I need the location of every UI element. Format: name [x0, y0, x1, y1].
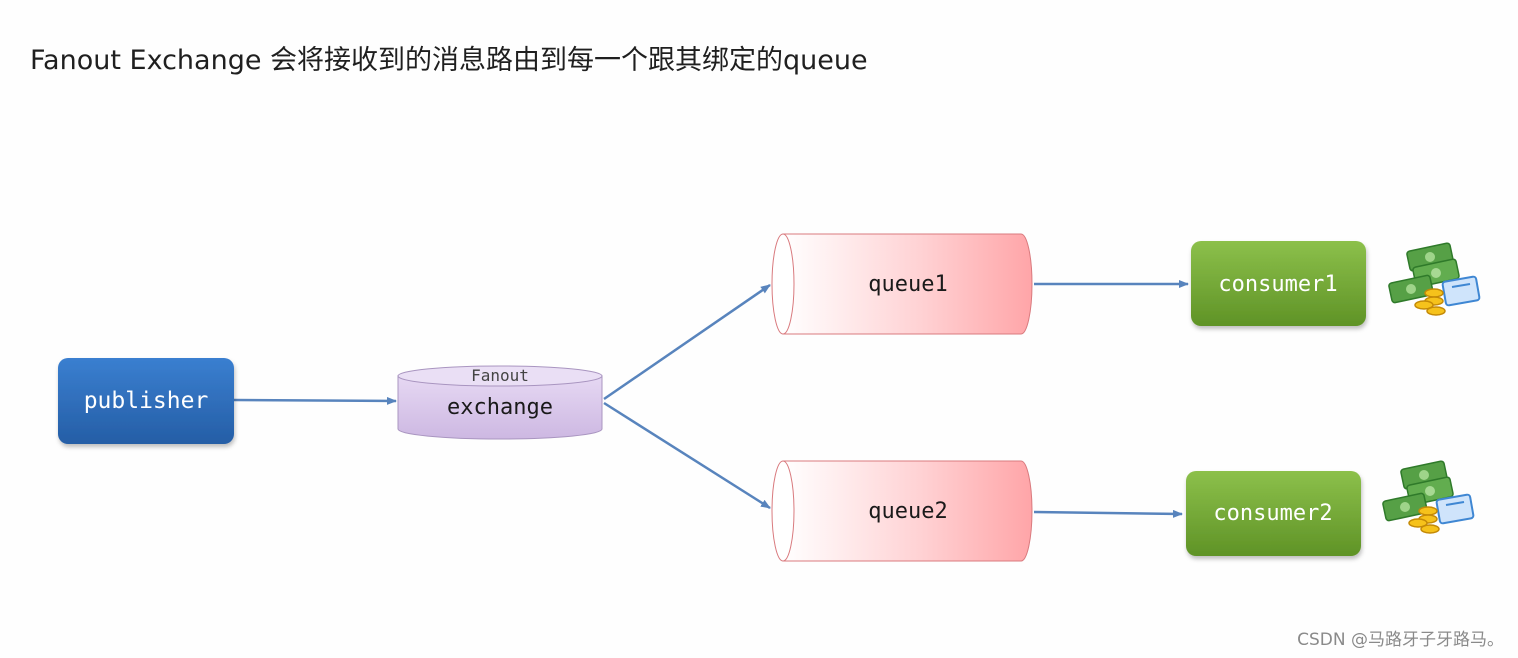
exchange-type-label: Fanout: [471, 366, 529, 385]
consumer2-node: consumer2: [1186, 471, 1361, 556]
arrow-exchange-to-queue1: [603, 283, 771, 401]
money-stack-icon: [1388, 242, 1481, 316]
consumer1-label: consumer1: [1218, 272, 1337, 297]
consumer1-node: consumer1: [1191, 241, 1366, 326]
exchange-node: Fanout exchange: [397, 365, 603, 440]
consumer2-label: consumer2: [1213, 501, 1332, 526]
publisher-label: publisher: [84, 388, 209, 414]
queue2-node: queue2: [771, 460, 1033, 562]
arrows: [233, 280, 1189, 518]
queue1-node: queue1: [771, 233, 1033, 335]
watermark: CSDN @马路牙子牙路马。: [1297, 630, 1504, 650]
arrow-exchange-to-queue2: [603, 401, 771, 510]
exchange-label: exchange: [447, 395, 553, 420]
queue1-label: queue1: [868, 272, 947, 297]
arrow-queue2-to-consumer2: [1033, 509, 1183, 518]
page-title: Fanout Exchange 会将接收到的消息路由到每一个跟其绑定的queue: [30, 45, 868, 76]
publisher-node: publisher: [58, 358, 234, 444]
queue2-label: queue2: [868, 499, 947, 524]
money-stack-icon: [1382, 460, 1475, 534]
arrow-publisher-to-exchange: [233, 396, 397, 405]
